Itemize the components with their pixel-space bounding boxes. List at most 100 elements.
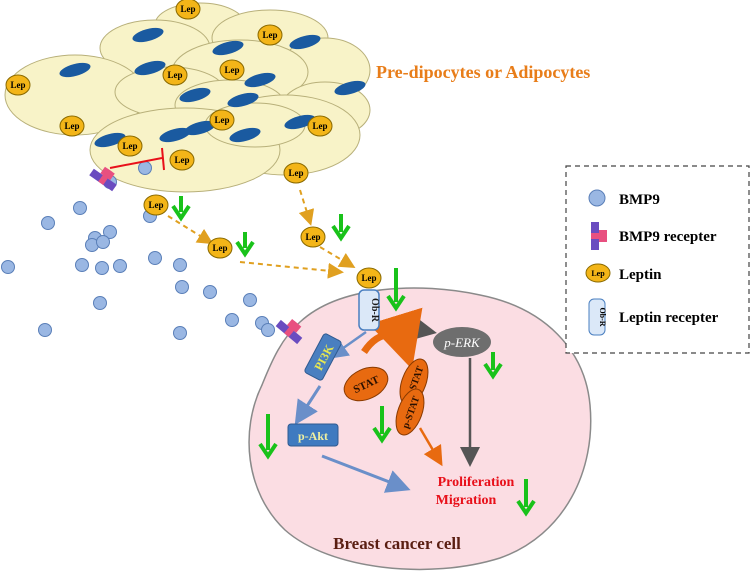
pstat-to-outcome-arrow	[418, 427, 443, 467]
leptin-molecule: Lep	[257, 24, 283, 46]
leptin-token-label: Lep	[10, 80, 25, 90]
leptin-token-label: Lep	[312, 121, 327, 131]
bmp9-inhibition-line	[109, 147, 165, 171]
bmp9-dot	[113, 259, 127, 273]
obr-label: Ob-R	[369, 298, 380, 323]
bmp9-dot	[93, 296, 107, 310]
cell-title: Breast cancer cell	[333, 534, 461, 553]
leptin-molecule: Lep	[143, 194, 169, 216]
bmp9-dot	[173, 258, 187, 272]
legend-bmp9-receptor-label: BMP9 recepter	[619, 229, 717, 245]
adipocyte-nucleus	[59, 62, 91, 78]
bmp9-dot	[243, 293, 257, 307]
bmp9-dot	[73, 201, 87, 215]
green-down-arrow	[258, 414, 278, 460]
adipocyte-nucleus	[179, 87, 211, 103]
leptin-token-label: Lep	[224, 65, 239, 75]
leptin-molecule: Lep	[209, 109, 235, 131]
legend-bmp9-receptor-swatch	[591, 222, 607, 250]
perk-label: p-ERK	[443, 335, 481, 350]
legend-leptin-swatch: Lep	[585, 263, 611, 283]
bmp9-dot	[225, 313, 239, 327]
leptin-molecule: Lep	[300, 226, 326, 248]
leptin-token-label: Lep	[148, 200, 163, 210]
leptin-molecule: Lep	[117, 135, 143, 157]
bmp9-dot	[95, 261, 109, 275]
legend: BMP9 BMP9 recepter Lep Leptin Ob-R Lepti…	[565, 165, 750, 354]
bmp9-dot	[38, 323, 52, 337]
stat-node: STAT	[343, 366, 389, 402]
leptin-molecule: Lep	[307, 115, 333, 137]
leptin-receptor: Ob-R	[358, 289, 380, 331]
adipocyte-nucleus	[94, 132, 126, 148]
leptin-token-label: Lep	[122, 141, 137, 151]
leptin-molecule: Lep	[59, 115, 85, 137]
pi3k-to-pakt-arrow	[294, 385, 322, 426]
leptin-token-label: Lep	[174, 155, 189, 165]
green-down-arrow	[235, 232, 255, 258]
leptin-token-label: Lep	[180, 4, 195, 14]
leptin-molecule: Lep	[175, 0, 201, 20]
adipocyte-nucleus	[212, 40, 244, 56]
leptin-molecule: Lep	[207, 237, 233, 259]
stat-phosphorylation-arrow	[361, 307, 423, 370]
bmp9-dot	[173, 326, 187, 340]
leptin-token-label: Lep	[288, 168, 303, 178]
leptin-molecule: Lep	[162, 64, 188, 86]
legend-bmp9-swatch	[588, 189, 606, 207]
leptin-molecule: Lep	[219, 59, 245, 81]
leptin-token-label: Lep	[262, 30, 277, 40]
adipocyte-nucleus	[229, 127, 261, 143]
green-down-arrow	[386, 268, 406, 312]
leptin-molecule: Lep	[5, 74, 31, 96]
bmp9-dot	[261, 323, 275, 337]
green-down-arrow	[516, 479, 536, 517]
adipocyte-nucleus	[134, 60, 166, 76]
bmp9-dot	[103, 225, 117, 239]
bmp9-receptor	[275, 318, 303, 345]
legend-leptin-token: Lep	[591, 269, 605, 278]
adipocyte-title: Pre-dipocytes or Adipocytes	[376, 62, 590, 82]
pstat-node-lower: p-STAT	[395, 388, 425, 436]
legend-leptin-receptor-swatch: Ob-R	[588, 298, 607, 336]
pakt-label: p-Akt	[298, 429, 328, 443]
leptin-token-label: Lep	[167, 70, 182, 80]
bmp9-dot	[41, 216, 55, 230]
outcome-migration: Migration	[436, 493, 497, 508]
legend-leptin-label: Leptin	[619, 267, 662, 283]
bmp9-dot	[75, 258, 89, 272]
adipocyte-nucleus	[227, 92, 259, 108]
bmp9-dot	[175, 280, 189, 294]
bmp9-dot	[203, 285, 217, 299]
adipocyte-nucleus	[244, 72, 276, 88]
green-down-arrow	[372, 406, 392, 444]
bmp9-receptor	[89, 166, 117, 192]
pakt-node: p-Akt	[287, 423, 339, 447]
bmp9-dot	[1, 260, 15, 274]
downregulation-arrows	[171, 196, 536, 517]
adipocyte-nucleus	[159, 127, 191, 143]
leptin-token-label: Lep	[64, 121, 79, 131]
leptin-secretion-arrows	[167, 189, 356, 279]
adipocyte-nucleus	[334, 80, 366, 96]
leptin-molecule: Lep	[169, 149, 195, 171]
leptin-token-label: Lep	[212, 243, 227, 253]
obr-to-pi3k-arrow	[327, 330, 367, 359]
legend-leptin-receptor-label: Leptin recepter	[619, 310, 719, 326]
bmp9-dot	[148, 251, 162, 265]
leptin-molecule: Lep	[283, 162, 309, 184]
leptin-molecule: Lep	[356, 267, 382, 289]
green-down-arrow	[483, 352, 503, 380]
bmp9-dot	[96, 235, 110, 249]
outcome-proliferation: Proliferation	[438, 475, 515, 490]
legend-bmp9-label: BMP9	[619, 192, 660, 208]
legend-obr-token: Ob-R	[598, 307, 607, 326]
adipocyte-nucleus	[132, 27, 164, 43]
leptin-token-label: Lep	[214, 115, 229, 125]
green-down-arrow	[331, 214, 351, 242]
bmp9-dot	[138, 161, 152, 175]
adipocyte-nucleus	[184, 120, 216, 136]
